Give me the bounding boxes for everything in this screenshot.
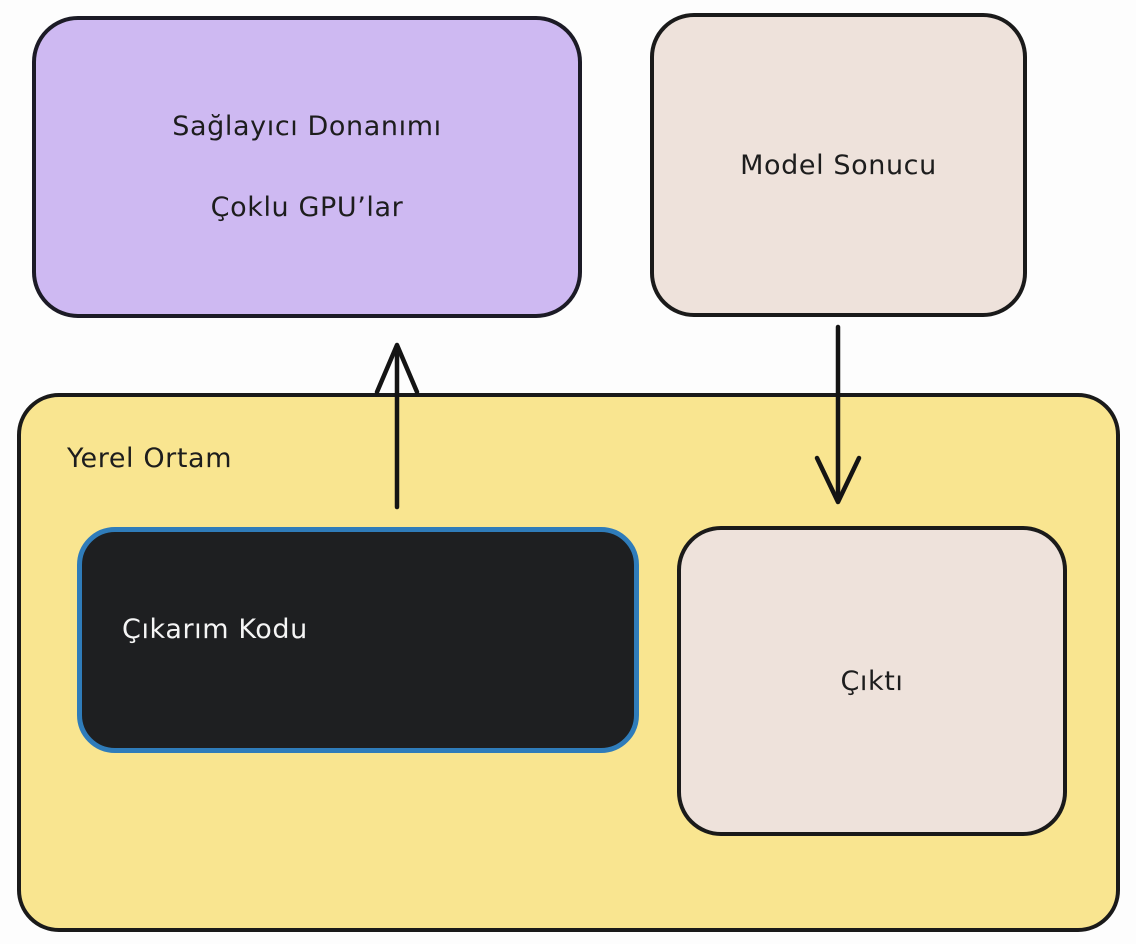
local-environment-box: Yerel Ortam Çıkarım Kodu Çıktı	[17, 393, 1120, 932]
inference-code-label: Çıkarım Kodu	[122, 614, 308, 645]
model-result-label: Model Sonucu	[740, 149, 937, 181]
output-label: Çıktı	[840, 665, 904, 697]
provider-hardware-subtitle: Çoklu GPU’lar	[210, 192, 404, 223]
model-result-box: Model Sonucu	[650, 13, 1027, 317]
inference-code-box: Çıkarım Kodu	[77, 527, 639, 753]
output-box: Çıktı	[677, 526, 1067, 836]
provider-hardware-box: Sağlayıcı Donanımı Çoklu GPU’lar	[32, 16, 582, 318]
local-environment-label: Yerel Ortam	[67, 443, 233, 474]
provider-hardware-title: Sağlayıcı Donanımı	[172, 111, 442, 142]
